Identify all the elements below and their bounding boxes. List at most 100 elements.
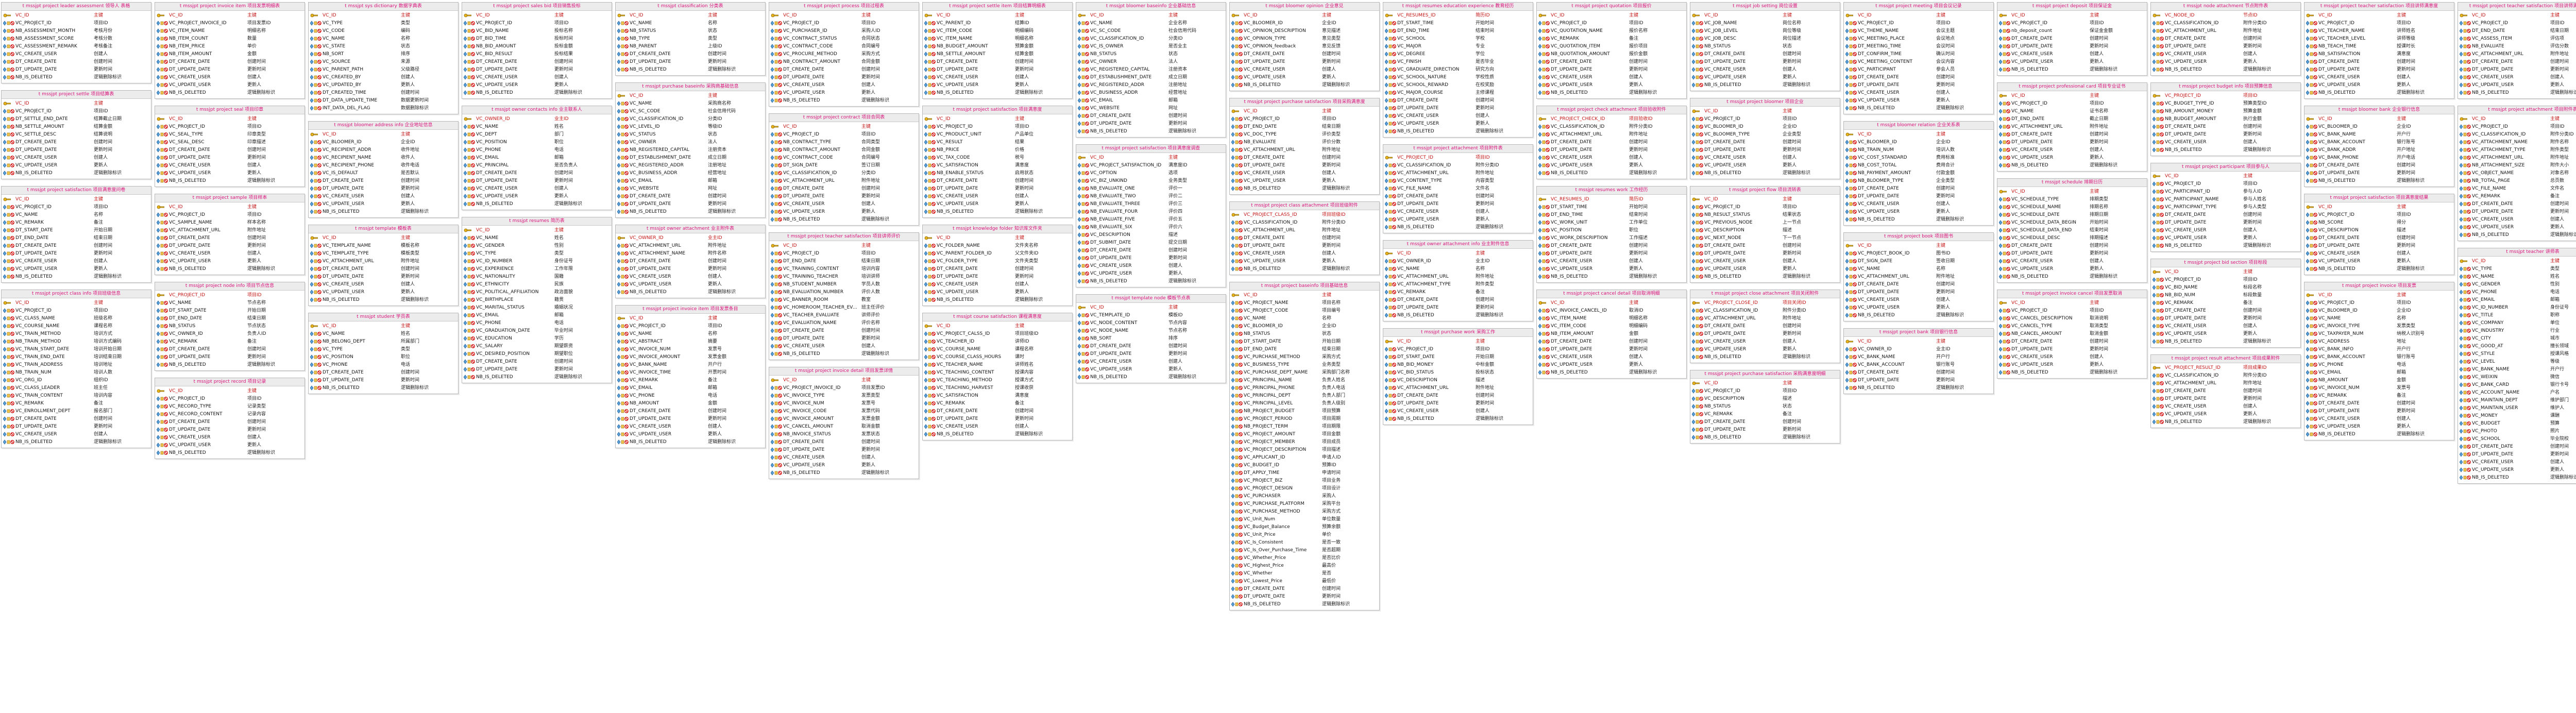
table-title[interactable]: t mssjpt bloomer opinion 企业意见: [1230, 3, 1379, 11]
table-title[interactable]: t mssjpt project contract 项目合同表: [769, 114, 919, 122]
